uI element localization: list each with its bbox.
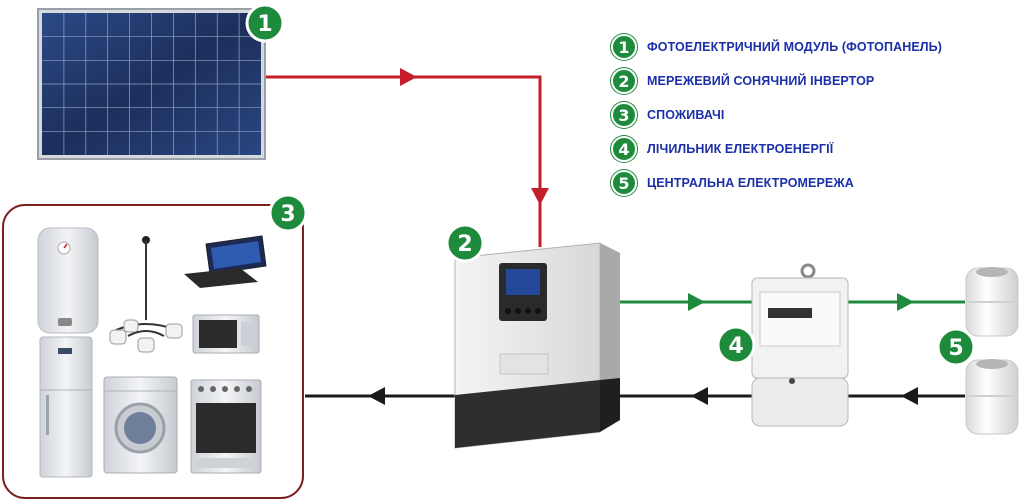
badge-meter: 4 [716,325,756,365]
legend-label: ФОТОЕЛЕКТРИЧНИЙ МОДУЛЬ (ФОТОПАНЕЛЬ) [647,40,942,54]
badge-consumers: 3 [268,193,308,233]
legend-number: 1 [611,34,637,60]
legend-label: МЕРЕЖЕВИЙ СОНЯЧНИЙ ІНВЕРТОР [647,74,875,88]
microwave-icon [192,314,260,354]
electricity-meter-icon [751,263,849,427]
laptop-icon [184,235,267,288]
badge-number: 1 [257,12,272,37]
insulator-icon [965,267,1019,337]
legend-label: ЛІЧИЛЬНИК ЕЛЕКТРОЕНЕРГІЇ [647,142,834,156]
badge-number: 3 [280,202,295,227]
arrow-right-icon [400,68,417,86]
washing-machine-icon [103,376,178,474]
consumers-group [2,204,304,499]
legend-number: 3 [611,102,637,128]
legend-item: 3 СПОЖИВАЧІ [611,102,942,128]
import-line [305,387,965,405]
badge-pv: 1 [245,3,285,43]
inverter-icon [454,242,620,449]
legend-label: ЦЕНТРАЛЬНА ЕЛЕКТРОМЕРЕЖА [647,176,854,190]
chandelier-icon [109,236,183,353]
arrow-left-icon [901,387,918,405]
export-line [620,293,965,311]
refrigerator-icon [39,336,93,478]
badge-number: 2 [457,232,472,257]
badge-grid: 5 [936,327,976,367]
badge-inverter: 2 [445,223,485,263]
badge-number: 4 [728,334,743,359]
insulator-icon [965,359,1019,435]
arrow-left-icon [368,387,385,405]
legend-item: 1 ФОТОЕЛЕКТРИЧНИЙ МОДУЛЬ (ФОТОПАНЕЛЬ) [611,34,942,60]
legend-item: 4 ЛІЧИЛЬНИК ЕЛЕКТРОЕНЕРГІЇ [611,136,942,162]
legend-item: 2 МЕРЕЖЕВИЙ СОНЯЧНИЙ ІНВЕРТОР [611,68,942,94]
dc-line [264,68,549,247]
arrow-left-icon [691,387,708,405]
legend-item: 5 ЦЕНТРАЛЬНА ЕЛЕКТРОМЕРЕЖА [611,170,942,196]
badge-number: 5 [948,336,963,361]
legend-number: 5 [611,170,637,196]
legend-number: 4 [611,136,637,162]
arrow-down-icon [531,188,549,205]
arrow-right-icon [688,293,705,311]
water-heater-icon [37,227,99,334]
arrow-right-icon [897,293,914,311]
legend-label: СПОЖИВАЧІ [647,108,725,122]
legend-number: 2 [611,68,637,94]
solar-panel-icon [37,8,266,160]
legend: 1 ФОТОЕЛЕКТРИЧНИЙ МОДУЛЬ (ФОТОПАНЕЛЬ) 2 … [611,34,942,204]
oven-icon [190,379,262,474]
